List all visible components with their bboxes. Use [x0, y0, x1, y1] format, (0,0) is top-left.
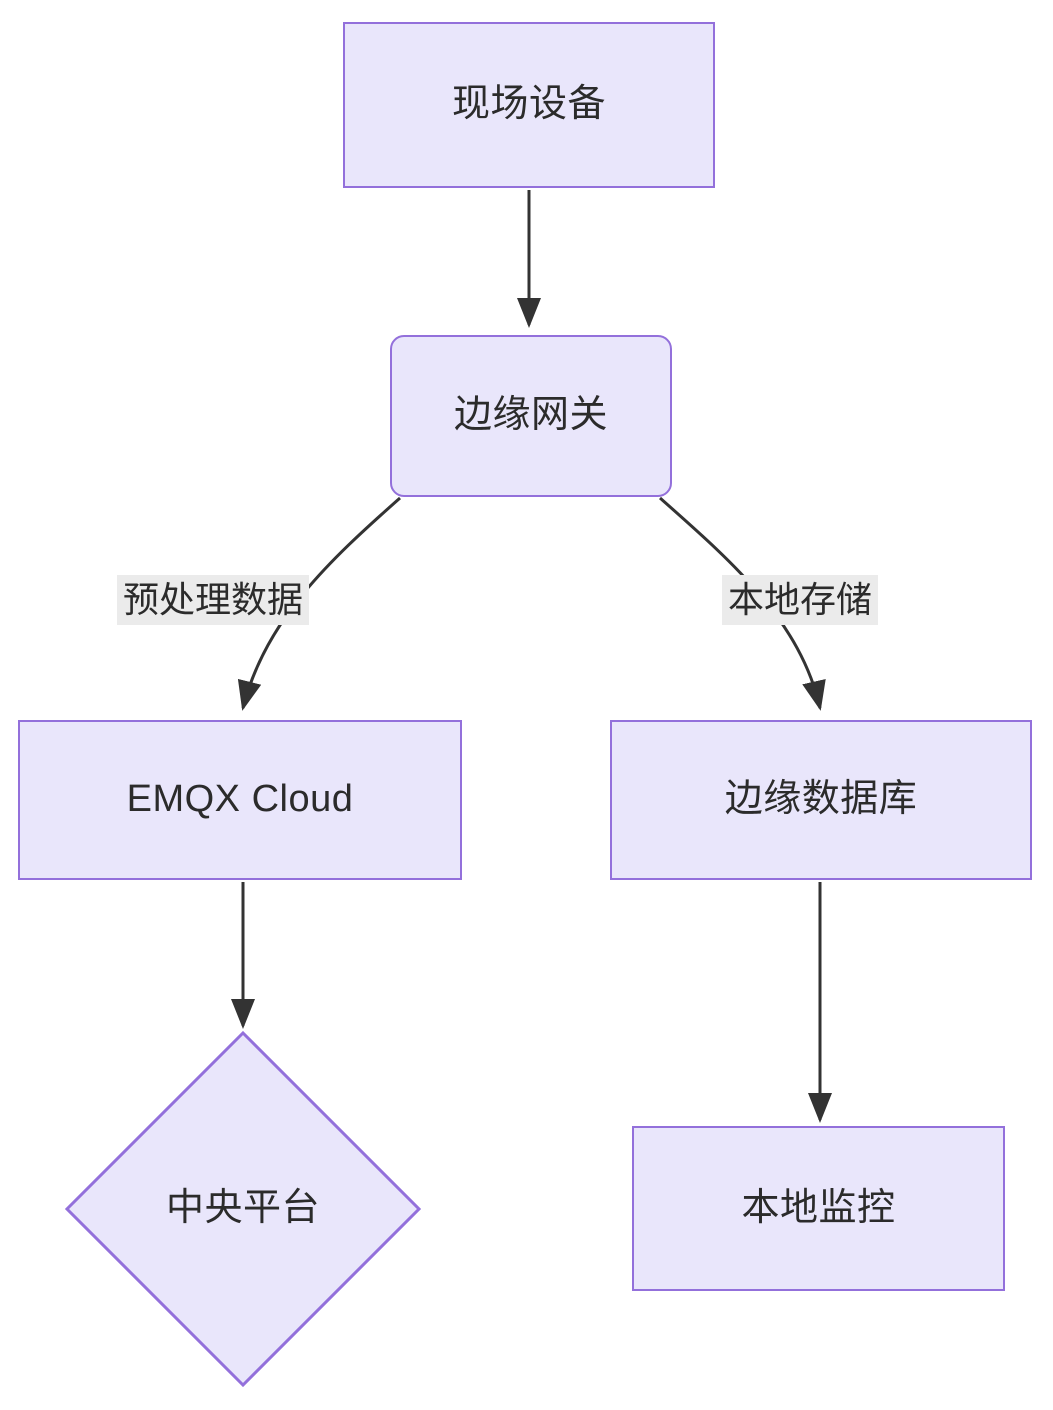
- node-edge-gateway-label: 边缘网关: [453, 394, 608, 437]
- node-field-devices[interactable]: 现场设备: [343, 22, 715, 188]
- node-central-platform[interactable]: 中央平台: [65, 1031, 421, 1387]
- node-field-devices-label: 现场设备: [451, 83, 606, 126]
- node-local-monitor-label: 本地监控: [741, 1186, 896, 1229]
- node-edge-database[interactable]: 边缘数据库: [610, 720, 1032, 880]
- edge-label-preprocessed-data: 预处理数据: [117, 575, 310, 625]
- node-local-monitor[interactable]: 本地监控: [632, 1126, 1005, 1291]
- node-edge-gateway[interactable]: 边缘网关: [390, 335, 672, 497]
- edge-label-local-storage: 本地存储: [722, 575, 879, 625]
- node-emqx-cloud[interactable]: EMQX Cloud: [18, 720, 462, 880]
- node-central-platform-label: 中央平台: [165, 1187, 320, 1230]
- node-edge-database-label: 边缘数据库: [724, 778, 918, 821]
- node-emqx-cloud-label: EMQX Cloud: [126, 778, 354, 821]
- diamond-shape: [65, 1031, 421, 1387]
